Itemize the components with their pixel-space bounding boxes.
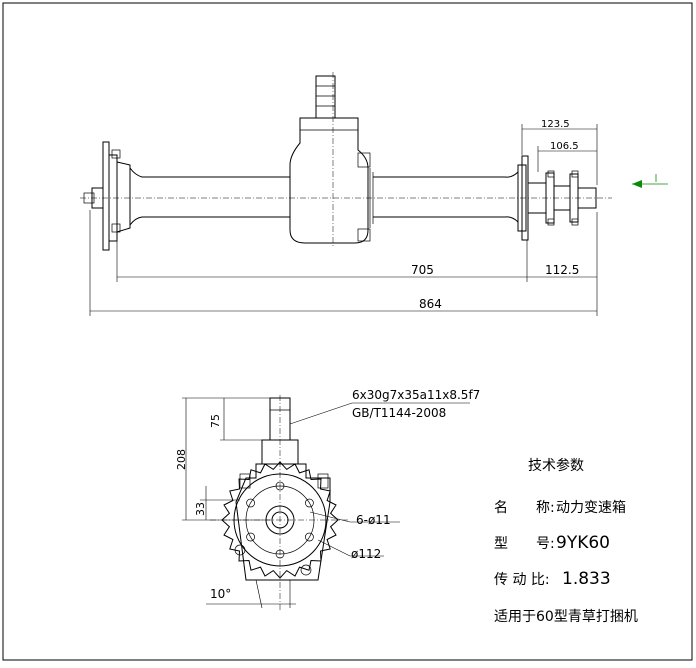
axle-top-view [80,72,668,251]
spec-value-name: 动力变速箱 [556,500,626,516]
gearbox-bolt-lower [357,228,371,242]
view-arrow-head [632,180,642,188]
dim-208: 208 [175,449,188,470]
mount-hole-left [234,544,246,556]
flange-bolts [246,481,314,559]
side-bolt-top-left [239,473,251,489]
left-bolt-bottom [111,223,121,233]
flange-bolt-hole [246,532,255,542]
left-flange-plate [102,141,110,251]
left-tube-top [129,167,290,178]
angle-ref-1 [255,579,263,609]
left-nut [83,192,95,204]
left-bolt-top [111,149,121,159]
right-bolt-3 [571,170,579,178]
gearbox-housing [289,117,369,244]
right-bolt-4 [571,218,579,226]
right-bolt-2 [547,218,555,226]
dim-112-5: 112.5 [545,263,579,277]
spec-value-ratio: 1.833 [562,569,611,589]
spec-value-model: 9YK60 [556,533,610,553]
gearbox-side-view [210,395,350,610]
spec-label-model: 型 号: [494,536,555,552]
input-shaft [315,75,336,119]
side-dimensions: 208 75 33 6x30g7x35a11x8.5f7 GB/T1144-20… [175,388,480,609]
angle-label: 10° [210,587,231,601]
left-bearing-housing [116,161,131,233]
dim-106-5: 106.5 [550,141,579,152]
right-shaft-end [577,187,597,209]
dia-spec: ø112 [351,547,381,561]
hole-spec: 6-ø11 [356,513,391,527]
flange-bolt-hole [305,498,314,508]
dim-123-5: 123.5 [541,119,570,130]
dim-705: 705 [411,263,434,277]
right-bolt-1 [547,170,555,178]
flange-bolt-hole [275,549,285,559]
spline-note-1: 6x30g7x35a11x8.5f7 [352,388,480,402]
spec-title: 技术参数 [528,457,584,474]
bore-circle [271,511,289,529]
dim-75: 75 [209,414,222,428]
right-tube-top [373,171,519,178]
mount-hole-right [300,564,312,576]
spline-note-2: GB/T1144-2008 [352,406,446,420]
top-dimensions: 123.5 106.5 705 112.5 864 [89,119,598,316]
flange-bolt-hole [275,481,285,491]
spec-block: 技术参数 名 称: 动力变速箱 型 号: 9YK60 传 动 比: 1.833 … [494,457,638,625]
gearbox-bolt-upper [357,152,371,168]
left-tube-bottom [129,216,290,226]
left-flange-hub [108,154,118,242]
right-tube-bottom [373,216,519,223]
spec-footer: 适用于60型青草打捆机 [494,608,638,625]
dim-864: 864 [419,297,442,311]
drawing-frame [2,2,693,661]
side-bolt-top-right [317,473,329,489]
dia-leader [317,539,351,557]
spec-label-ratio: 传 动 比: [494,572,550,588]
hole-leader [309,511,351,523]
flange-bolt-hole [246,498,255,508]
spec-label-name: 名 称: [494,500,555,516]
left-flange-boss [91,187,104,209]
dim-33: 33 [194,502,207,516]
flange-bolt-hole [305,532,314,542]
spline-leader [289,402,353,425]
